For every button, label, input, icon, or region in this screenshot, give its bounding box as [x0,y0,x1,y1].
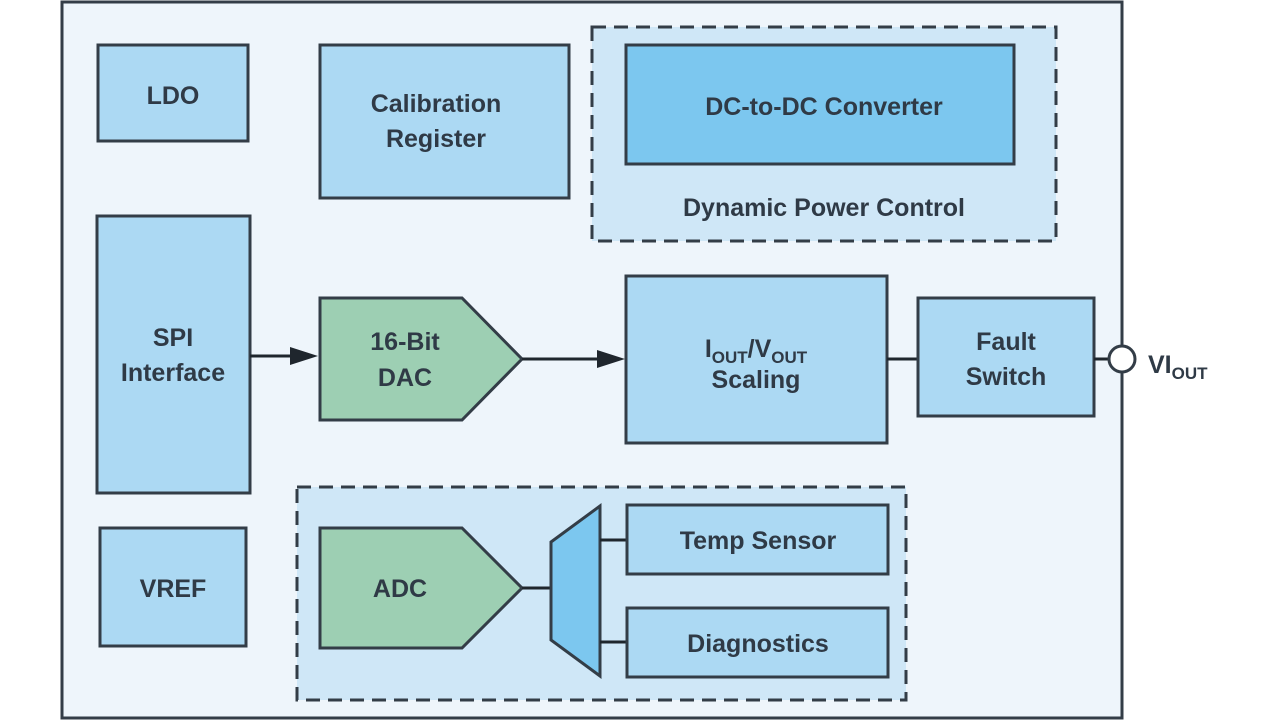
multiplexer-icon [549,503,602,679]
fault-switch-block: Fault Switch [916,296,1096,418]
adc-block [318,526,525,650]
svg-text:Calibration: Calibration [371,90,502,118]
vref-block: VREF [98,526,248,648]
svg-text:Switch: Switch [966,363,1047,391]
svg-text:Scaling: Scaling [712,366,801,394]
svg-text:Temp Sensor: Temp Sensor [680,527,837,555]
svg-text:Diagnostics: Diagnostics [687,630,829,658]
svg-text:Register: Register [386,125,486,153]
output-pin-icon [1107,344,1137,374]
dc-dc-converter-block [624,43,1016,166]
calibration-register-block: Calibration Register [318,43,571,200]
temp-sensor-block [625,503,890,576]
svg-text:Fault: Fault [976,328,1036,356]
iout-vout-scaling-block: IOUT/VOUT Scaling [624,274,889,445]
svg-text:DAC: DAC [378,364,432,392]
dynamic-power-control-group: DC-to-DC Converter Dynamic Power Control [590,25,1058,243]
arrow-icon [597,350,625,368]
output-pin-label: VIOUT [1148,351,1208,383]
svg-text:VREF: VREF [140,575,207,603]
adc-diagnostics-group: ADC Temp Sensor Diagnostics [295,485,908,702]
svg-text:ADC: ADC [373,575,427,603]
svg-text:Dynamic Power Control: Dynamic Power Control [683,194,965,222]
dac-block: 16-Bit DAC [318,296,525,422]
svg-text:SPI: SPI [153,324,193,352]
svg-text:LDO: LDO [147,82,200,110]
spi-interface-block: SPI Interface [95,214,252,495]
diagnostics-block [625,606,890,679]
svg-text:IOUT/VOUT: IOUT/VOUT [705,335,808,367]
svg-text:DC-to-DC Converter: DC-to-DC Converter [705,93,943,121]
arrow-icon [290,347,318,365]
svg-text:Interface: Interface [121,359,225,387]
ldo-block: LDO [96,43,250,143]
svg-text:16-Bit: 16-Bit [370,328,440,356]
